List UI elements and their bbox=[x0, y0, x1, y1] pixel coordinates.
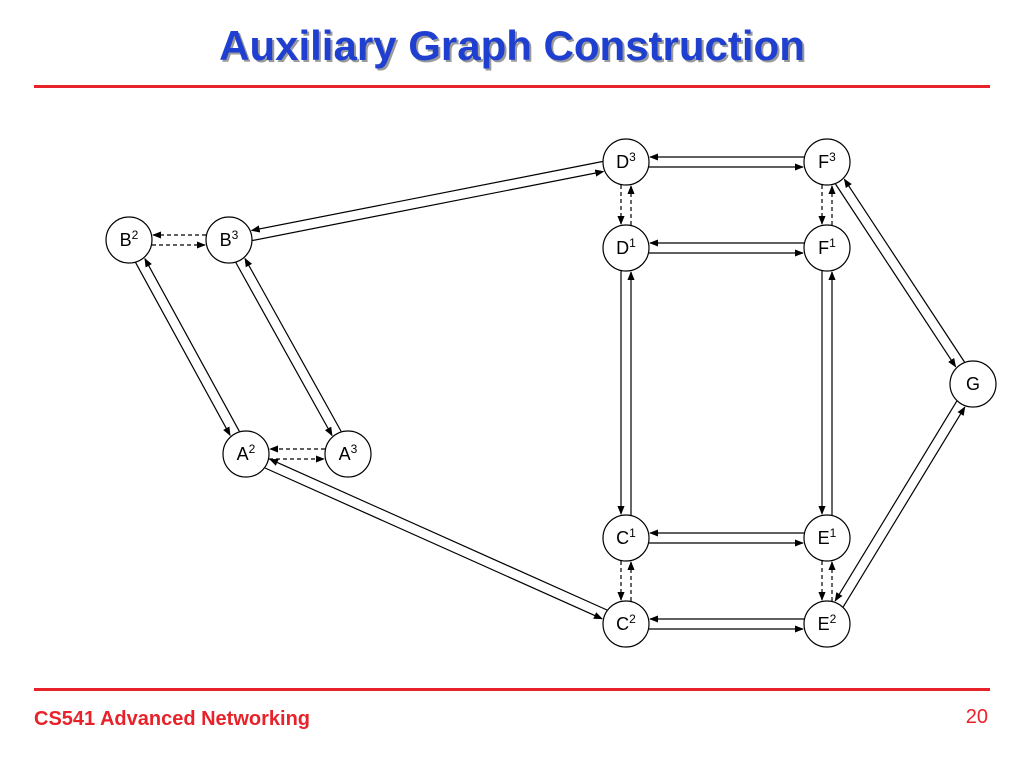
edge-G-to-E2 bbox=[834, 400, 958, 602]
node-G: G bbox=[949, 360, 997, 408]
edge-B3-to-A3 bbox=[235, 262, 333, 437]
node-label: B3 bbox=[220, 228, 239, 250]
node-label: F3 bbox=[818, 150, 836, 172]
node-label: C1 bbox=[616, 526, 636, 548]
node-B3: B3 bbox=[205, 216, 253, 264]
node-label: D3 bbox=[616, 150, 636, 172]
course-footer: CS541 Advanced Networking bbox=[34, 708, 311, 730]
node-circle bbox=[105, 216, 153, 264]
node-label: B2 bbox=[120, 228, 139, 250]
edge-A2-to-B2 bbox=[144, 257, 240, 432]
node-label: A3 bbox=[339, 442, 358, 464]
edge-D3-to-B3 bbox=[250, 160, 603, 233]
slide-title: Auxiliary Graph Construction bbox=[219, 22, 805, 69]
footer-divider bbox=[34, 688, 990, 691]
node-circle bbox=[602, 600, 650, 648]
node-E1: E1 bbox=[803, 514, 851, 562]
edge-C2-to-A2 bbox=[269, 458, 608, 611]
node-circle bbox=[602, 138, 650, 186]
node-label: F1 bbox=[818, 236, 836, 258]
node-D1: D1 bbox=[602, 224, 650, 272]
page-number: 20 bbox=[965, 706, 988, 728]
node-label: D1 bbox=[616, 236, 636, 258]
edge-A3-to-B3 bbox=[244, 257, 342, 432]
edge-B3-to-D3 bbox=[252, 169, 605, 242]
node-A2: A2 bbox=[222, 430, 270, 478]
node-circle bbox=[803, 514, 851, 562]
edge-A2-to-C2 bbox=[264, 467, 603, 620]
node-circle bbox=[324, 430, 372, 478]
node-F3: F3 bbox=[803, 138, 851, 186]
node-circle bbox=[602, 514, 650, 562]
node-B2: B2 bbox=[105, 216, 153, 264]
title-divider bbox=[34, 85, 990, 88]
node-label: E1 bbox=[818, 526, 837, 548]
node-C1: C1 bbox=[602, 514, 650, 562]
node-circle bbox=[205, 216, 253, 264]
node-label: G bbox=[966, 374, 980, 394]
node-label: E2 bbox=[818, 612, 837, 634]
node-circle bbox=[949, 360, 997, 408]
edges-layer bbox=[135, 153, 966, 633]
node-D3: D3 bbox=[602, 138, 650, 186]
node-label: A2 bbox=[237, 442, 256, 464]
node-circle bbox=[803, 224, 851, 272]
node-circle bbox=[803, 138, 851, 186]
node-C2: C2 bbox=[602, 600, 650, 648]
edge-E2-to-G bbox=[842, 406, 966, 608]
node-label: C2 bbox=[616, 612, 636, 634]
node-F1: F1 bbox=[803, 224, 851, 272]
node-A3: A3 bbox=[324, 430, 372, 478]
node-circle bbox=[803, 600, 851, 648]
node-E2: E2 bbox=[803, 600, 851, 648]
node-circle bbox=[222, 430, 270, 478]
edge-B2-to-A2 bbox=[135, 262, 231, 437]
node-circle bbox=[602, 224, 650, 272]
edge-F3-to-G bbox=[834, 183, 957, 368]
edge-G-to-F3 bbox=[843, 178, 966, 363]
